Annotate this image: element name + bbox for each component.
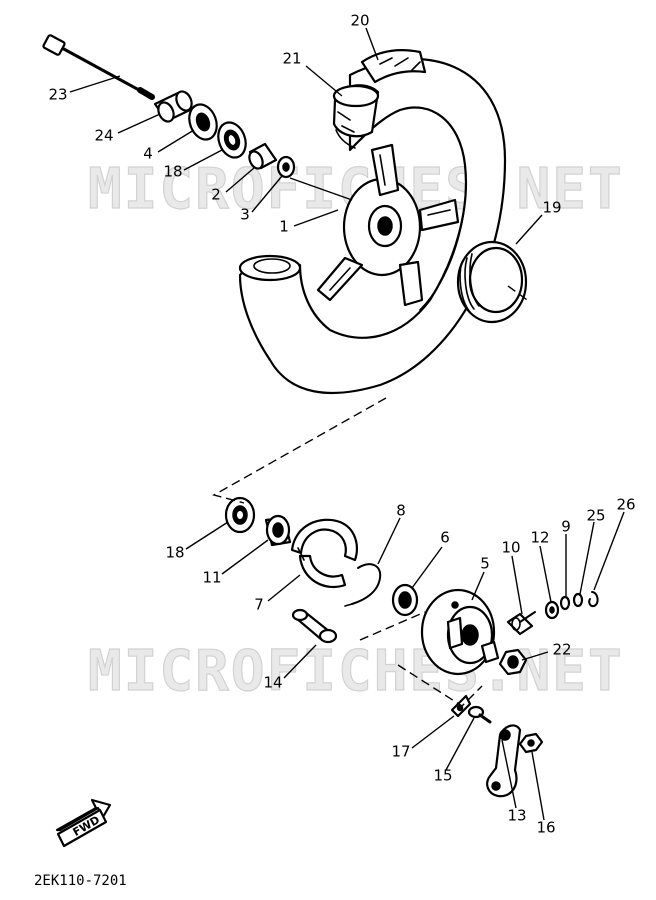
brake-plate-part-5 — [420, 588, 500, 676]
tire-band-part-19 — [456, 240, 528, 324]
bearing-part-4 — [188, 103, 218, 141]
callout-3: 3 — [240, 206, 250, 224]
cam-lever-part-13 — [486, 724, 522, 798]
bearing-part-18-upper — [217, 121, 247, 159]
gear-part-10 — [506, 611, 536, 636]
callout-10: 10 — [501, 539, 520, 557]
callout-4: 4 — [143, 145, 153, 163]
assembly-line-shoe — [359, 611, 426, 641]
bolt-part-15 — [467, 705, 492, 724]
nut-part-22 — [498, 648, 528, 676]
callout-13: 13 — [507, 807, 526, 825]
wheel-rim-part-1 — [238, 57, 507, 395]
brake-shoe-part-7 — [290, 518, 358, 589]
camshaft-part-14 — [291, 608, 338, 644]
oil-seal-part-6 — [391, 583, 419, 617]
callout-5: 5 — [480, 555, 490, 573]
callout-16: 16 — [536, 819, 555, 837]
callout-20: 20 — [350, 12, 369, 30]
callout-8: 8 — [396, 502, 406, 520]
callout-1: 1 — [279, 218, 289, 236]
callout-15: 15 — [433, 767, 452, 785]
washer-part-9 — [559, 595, 571, 611]
callout-17: 17 — [391, 743, 410, 761]
assembly-line-band — [507, 285, 531, 303]
callout-7: 7 — [254, 596, 264, 614]
nut-part-16 — [518, 732, 544, 754]
callout-19: 19 — [542, 199, 561, 217]
collar-part-11 — [264, 514, 292, 547]
washer-part-12 — [544, 600, 560, 620]
assembly-line-hub — [212, 397, 387, 504]
leader-lines — [69, 27, 625, 821]
circlip-part-26 — [588, 591, 599, 608]
collar-part-2 — [248, 142, 278, 170]
callout-24: 24 — [94, 127, 113, 145]
axle-bolt-part-23 — [42, 34, 155, 100]
tire-valve-part-21 — [332, 84, 380, 149]
callout-12: 12 — [530, 529, 549, 547]
callout-22: 22 — [552, 641, 571, 659]
callout-25: 25 — [586, 507, 605, 525]
callout-11: 11 — [202, 569, 221, 587]
callout-14: 14 — [263, 674, 282, 692]
callout-23: 23 — [48, 86, 67, 104]
callout-9: 9 — [561, 518, 571, 536]
washer-part-25 — [572, 592, 584, 608]
watermark-bottom: MICROFICHES.NET — [88, 639, 624, 704]
callout-26: 26 — [616, 496, 635, 514]
callout-21: 21 — [282, 50, 301, 68]
spacer-part-24 — [153, 90, 193, 123]
callout-2: 2 — [211, 186, 221, 204]
seal-part-3 — [276, 155, 296, 179]
fwd-arrow-icon: FWD — [55, 798, 112, 848]
watermark-top: MICROFICHES.NET — [88, 157, 624, 222]
assembly-line-lever — [397, 664, 483, 707]
bearing-part-18-lower — [224, 496, 256, 534]
callout-18-upper: 18 — [163, 163, 182, 181]
callout-18-lower: 18 — [165, 544, 184, 562]
callout-6: 6 — [440, 529, 450, 547]
diagram-code: 2EK110-7201 — [34, 873, 127, 889]
spring-part-8 — [344, 563, 382, 607]
